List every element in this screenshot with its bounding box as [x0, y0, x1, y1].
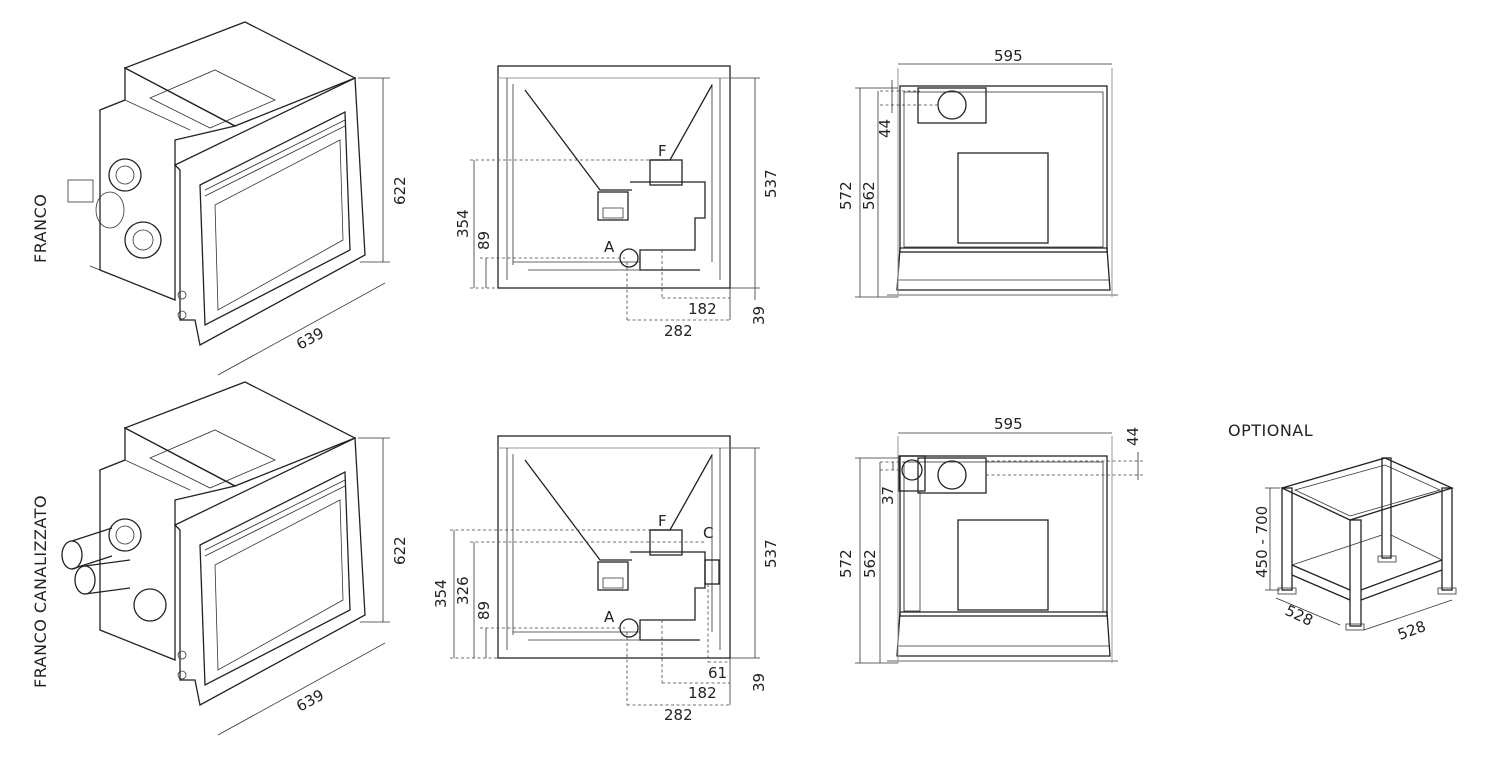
- row1-side-base: 39: [750, 306, 768, 325]
- optional-label: OPTIONAL: [1228, 421, 1313, 440]
- row2-side-hf: 354: [432, 579, 450, 608]
- row2-top-view: [855, 432, 1145, 664]
- row1-side-off-f: 182: [688, 300, 717, 318]
- row2-top-depth-total: 572: [837, 549, 855, 578]
- row1-top-view: [855, 63, 1118, 298]
- row2-mark-a: A: [604, 608, 615, 626]
- row2-mark-c: C: [703, 524, 713, 542]
- row1-mark-a: A: [604, 238, 615, 256]
- row1-label: FRANCO: [31, 194, 50, 263]
- row2-iso-width: 639: [293, 686, 327, 716]
- row1-side-ha: 89: [475, 231, 493, 250]
- row2-top-flue: 44: [1124, 427, 1142, 446]
- row1-side-off-a: 282: [664, 322, 693, 340]
- row1-iso-height: 622: [391, 176, 409, 205]
- row2-top-duct: 37: [879, 486, 897, 505]
- row1-top-width: 595: [994, 47, 1023, 65]
- row2-side-off-f: 182: [688, 684, 717, 702]
- row2-side-off-a: 282: [664, 706, 693, 724]
- row2-side-ha: 89: [475, 601, 493, 620]
- row1-mark-f: F: [658, 142, 667, 160]
- row1-side-hf: 354: [454, 209, 472, 238]
- row1-side-height: 537: [762, 169, 780, 198]
- row1-top-depth-total: 572: [837, 181, 855, 210]
- row1-iso-fireplace: [67, 21, 390, 376]
- row2-side-off-c: 61: [708, 664, 727, 682]
- row2-top-depth-inner: 562: [861, 549, 879, 578]
- row2-side-hc: 326: [454, 576, 472, 605]
- row2-mark-f: F: [658, 512, 667, 530]
- row1-iso-width: 639: [293, 324, 327, 354]
- row2-iso-height: 622: [391, 536, 409, 565]
- row2-side-view: [450, 435, 760, 706]
- row1-side-view: [470, 65, 760, 321]
- optional-height: 450 - 700: [1253, 506, 1271, 578]
- row1-top-depth-inner: 562: [860, 181, 878, 210]
- optional-width: 528: [1395, 617, 1428, 644]
- row2-top-width: 595: [994, 415, 1023, 433]
- row1-top-flue: 44: [876, 119, 894, 138]
- optional-stand: [1265, 457, 1457, 631]
- row2-side-height: 537: [762, 539, 780, 568]
- row2-label: FRANCO CANALIZZATO: [31, 495, 50, 688]
- row2-side-base: 39: [750, 673, 768, 692]
- optional-depth: 528: [1282, 601, 1316, 629]
- row2-iso-fireplace: [61, 381, 390, 736]
